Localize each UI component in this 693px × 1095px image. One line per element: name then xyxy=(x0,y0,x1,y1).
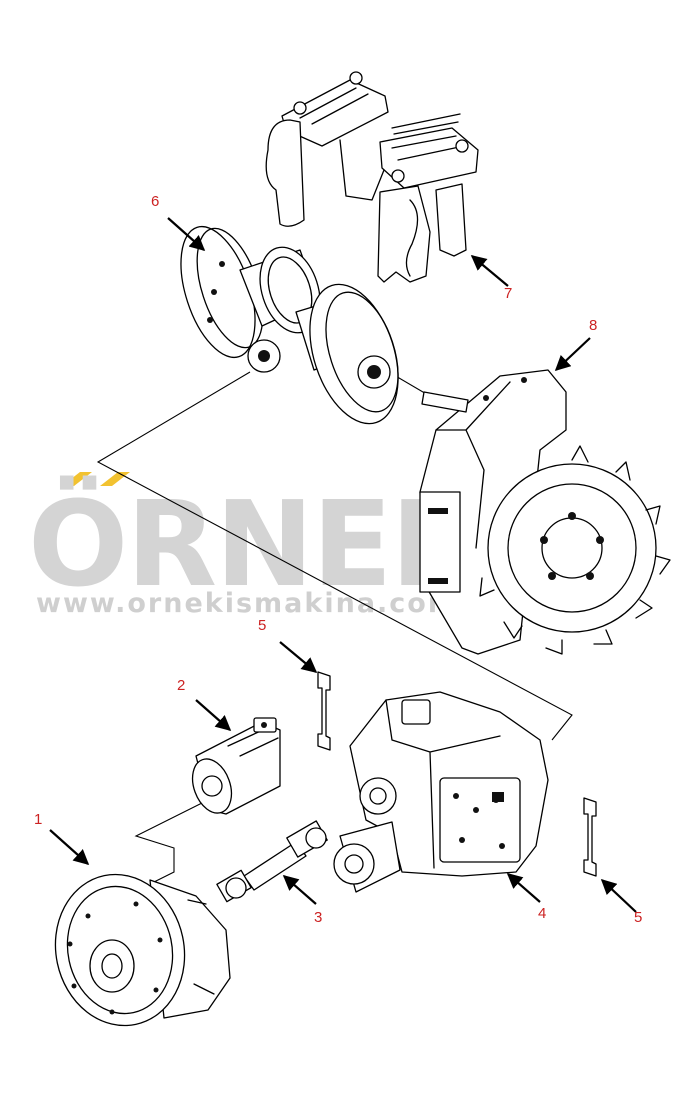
callout-number: 3 xyxy=(314,909,322,926)
callout-number: 5 xyxy=(258,617,266,634)
hydraulic-pump-icon xyxy=(191,717,281,815)
callout-number: 1 xyxy=(34,811,42,828)
callout-number: 7 xyxy=(504,285,512,302)
shim-plate-icon xyxy=(317,671,331,751)
shim-plate-icon xyxy=(583,797,597,877)
steering-clutch-icon xyxy=(180,225,399,425)
callout-number: 5 xyxy=(634,909,642,926)
callout-number: 2 xyxy=(177,677,185,694)
watermark: ÖRNEK www.ornekismakina.com.tr xyxy=(28,472,500,619)
brake-linkage-icon xyxy=(265,71,479,283)
torque-converter-icon xyxy=(54,873,231,1027)
callout-number: 6 xyxy=(151,193,159,210)
transmission-icon xyxy=(333,691,549,893)
callout-number: 4 xyxy=(538,905,546,922)
callout-number: 8 xyxy=(589,317,597,334)
watermark-brand: ÖRNEK xyxy=(28,475,487,613)
callout-numbers: 1 2 3 4 5 5 6 7 8 xyxy=(34,193,642,926)
watermark-accent-icon xyxy=(62,472,92,486)
callout-arrows xyxy=(49,217,637,913)
drive-shaft-icon xyxy=(216,820,328,903)
watermark-url: www.ornekismakina.com.tr xyxy=(36,588,500,619)
final-drive-sprocket-icon xyxy=(419,369,671,655)
